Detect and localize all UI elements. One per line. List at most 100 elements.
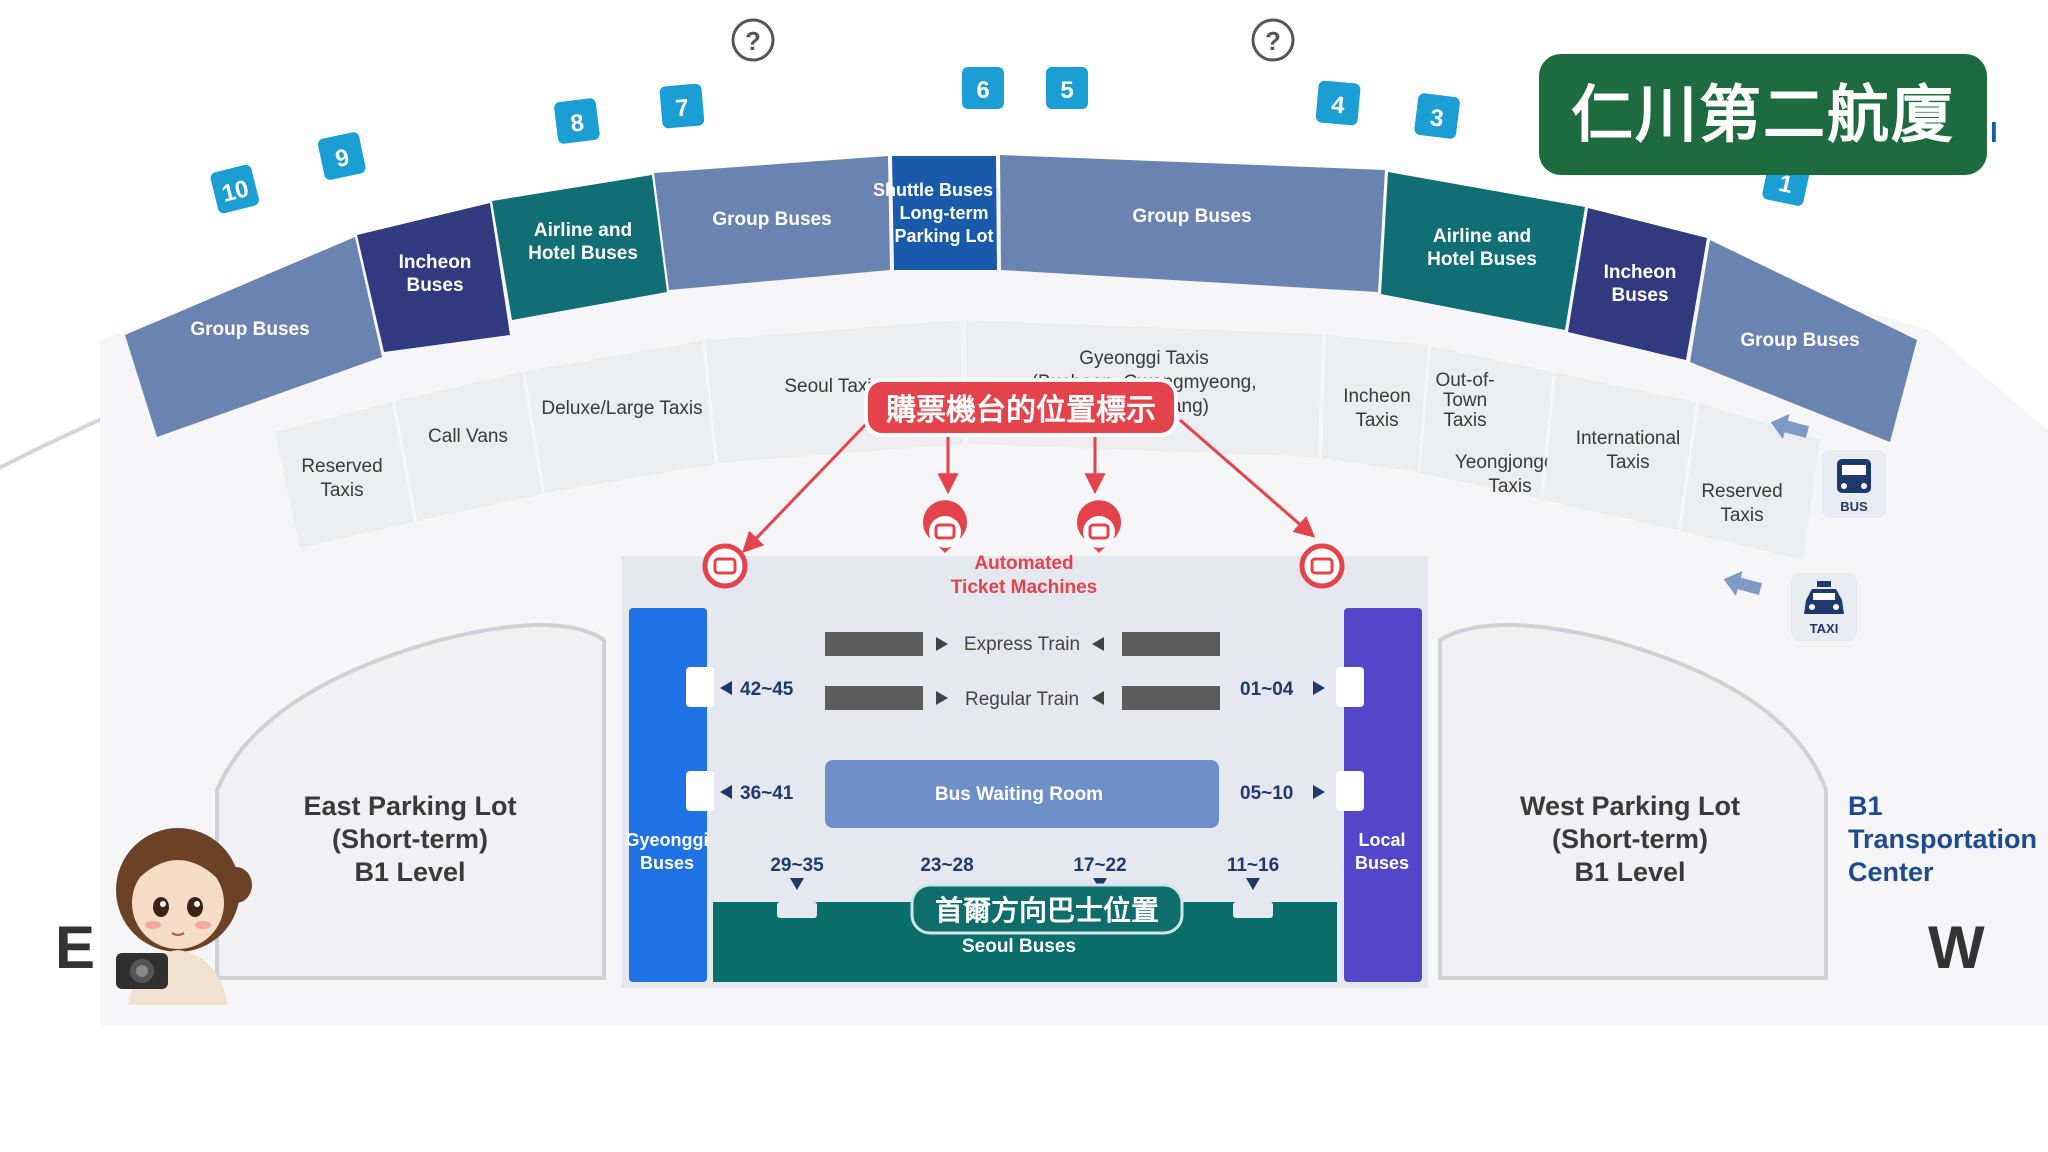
taxi-out-of-town: Out-of- Town Taxis Yeongjongdo Taxis xyxy=(1420,346,1565,498)
terminal-title-banner: 仁川第二航廈 xyxy=(1539,54,1987,175)
range-label: 01~04 xyxy=(1240,679,1325,700)
ticket-machine-pin xyxy=(1077,500,1121,553)
svg-text:Taxis: Taxis xyxy=(320,480,363,501)
svg-text:17~22: 17~22 xyxy=(1073,855,1126,876)
svg-text:(Short-term): (Short-term) xyxy=(1552,824,1708,854)
svg-text:Taxis: Taxis xyxy=(1720,505,1763,526)
svg-text:3: 3 xyxy=(1429,104,1446,132)
bus-waiting-room: Bus Waiting Room xyxy=(825,760,1219,828)
svg-text:?: ? xyxy=(745,26,761,56)
bus-icon: BUS xyxy=(1822,450,1886,518)
transportation-center-label: B1 Transportation Center xyxy=(1848,791,2037,887)
ticket-machine-pin xyxy=(702,543,748,589)
svg-text:Taxis: Taxis xyxy=(1355,410,1398,431)
svg-text:Center: Center xyxy=(1848,857,1934,887)
help-icon-right[interactable]: ? xyxy=(1251,18,1295,62)
taxi-call-vans: Call Vans xyxy=(395,372,542,521)
svg-text:Hotel Buses: Hotel Buses xyxy=(528,243,638,264)
svg-text:購票機台的位置標示: 購票機台的位置標示 xyxy=(886,393,1156,428)
svg-text:Shuttle Buses to: Shuttle Buses to xyxy=(873,180,1015,200)
svg-text:Town: Town xyxy=(1443,390,1487,411)
svg-text:Airline and: Airline and xyxy=(534,220,632,241)
seoul-bus-callout: 首爾方向巴士位置 xyxy=(910,883,1184,935)
svg-text:Hotel Buses: Hotel Buses xyxy=(1427,249,1537,270)
svg-text:29~35: 29~35 xyxy=(770,855,824,876)
svg-text:Ticket Machines: Ticket Machines xyxy=(951,577,1097,598)
svg-text:Buses: Buses xyxy=(406,275,463,296)
regular-train-row: Regular Train xyxy=(825,686,1220,710)
direction-arrow-taxi xyxy=(1723,570,1763,597)
callout-arrows xyxy=(742,418,1316,554)
range-label: 11~16 xyxy=(1227,855,1279,890)
ticket-machine-callout: 購票機台的位置標示 xyxy=(864,378,1178,437)
svg-text:首爾方向巴士位置: 首爾方向巴士位置 xyxy=(935,894,1159,927)
zone-airline-hotel-right: Airline and Hotel Buses xyxy=(1381,172,1585,330)
svg-text:Group Buses: Group Buses xyxy=(712,209,831,230)
taxi-icon: TAXI xyxy=(1791,573,1857,641)
svg-text:Transportation: Transportation xyxy=(1848,824,2037,854)
zone-group-buses-center-left: Group Buses xyxy=(654,156,890,290)
compass-west: W xyxy=(1928,914,1985,981)
svg-text:42~45: 42~45 xyxy=(740,679,794,700)
range-label: 05~10 xyxy=(1240,783,1325,804)
svg-text:Bus Waiting Room: Bus Waiting Room xyxy=(935,784,1103,805)
svg-text:Incheon: Incheon xyxy=(1343,386,1411,407)
range-label: 23~28 xyxy=(920,855,973,876)
svg-text:International: International xyxy=(1576,428,1681,449)
svg-text:Long-term: Long-term xyxy=(900,203,989,223)
taxi-incheon: Incheon Taxis xyxy=(1322,335,1428,472)
svg-text:East Parking Lot: East Parking Lot xyxy=(303,791,516,821)
svg-text:Incheon: Incheon xyxy=(399,252,472,273)
svg-text:Group Buses: Group Buses xyxy=(1132,206,1251,227)
svg-text:BUS: BUS xyxy=(1840,499,1868,514)
svg-text:B1 Level: B1 Level xyxy=(1574,857,1685,887)
zone-incheon-buses-right: Incheon Buses xyxy=(1568,208,1707,360)
svg-text:05~10: 05~10 xyxy=(1240,783,1293,804)
svg-text:Express Train: Express Train xyxy=(964,634,1080,655)
svg-text:Seoul Taxi: Seoul Taxi xyxy=(784,376,871,397)
direction-arrow-bus xyxy=(1770,413,1810,440)
range-label: 36~41 xyxy=(720,783,794,804)
gate-marker: 10 xyxy=(210,164,259,214)
svg-text:7: 7 xyxy=(674,94,690,122)
svg-text:Yeongjongdo: Yeongjongdo xyxy=(1455,452,1565,473)
west-parking-lot: West Parking Lot (Short-term) B1 Level xyxy=(1438,623,1828,980)
svg-text:Deluxe/Large Taxis: Deluxe/Large Taxis xyxy=(541,398,702,419)
svg-text:5: 5 xyxy=(1060,77,1073,104)
avatar-illustration-icon xyxy=(116,828,252,1005)
ticket-machine-pin xyxy=(1299,543,1345,589)
zone-airline-hotel-left: Airline and Hotel Buses xyxy=(492,175,667,320)
svg-text:B1: B1 xyxy=(1848,791,1883,821)
svg-text:6: 6 xyxy=(976,77,989,104)
svg-text:10: 10 xyxy=(219,175,251,208)
svg-text:Reserved: Reserved xyxy=(301,456,382,477)
svg-text:ang): ang) xyxy=(1171,396,1209,417)
gate-marker: 7 xyxy=(659,83,705,129)
svg-text:Seoul Buses: Seoul Buses xyxy=(962,936,1076,957)
svg-text:?: ? xyxy=(1265,26,1281,56)
taxi-reserved-left: Reserved Taxis xyxy=(275,402,414,548)
svg-text:(Short-term): (Short-term) xyxy=(332,824,488,854)
svg-text:Reserved: Reserved xyxy=(1701,481,1782,502)
gate-marker: 6 xyxy=(962,67,1004,109)
svg-text:Incheon: Incheon xyxy=(1604,262,1677,283)
taxi-international: International Taxis xyxy=(1543,373,1696,530)
svg-text:8: 8 xyxy=(569,109,586,137)
help-icon-left[interactable]: ? xyxy=(731,18,775,62)
svg-text:4: 4 xyxy=(1330,91,1346,119)
svg-text:Local: Local xyxy=(1358,830,1405,850)
svg-text:36~41: 36~41 xyxy=(740,783,794,804)
svg-text:1: 1 xyxy=(1776,170,1795,199)
express-train-row: Express Train xyxy=(825,632,1220,656)
zone-incheon-buses-left: Incheon Buses xyxy=(357,203,510,352)
zone-group-buses-left: Group Buses xyxy=(125,237,382,437)
svg-text:Gyeonggi Taxis: Gyeonggi Taxis xyxy=(1079,348,1209,369)
ticket-machines-label: Automated Ticket Machines xyxy=(951,553,1097,598)
zone-group-buses-center-right: Group Buses xyxy=(1000,155,1385,292)
svg-text:Buses: Buses xyxy=(1355,853,1409,873)
svg-text:Group Buses: Group Buses xyxy=(1740,330,1859,351)
svg-text:Call Vans: Call Vans xyxy=(428,426,508,447)
gate-marker: 4 xyxy=(1315,80,1361,126)
svg-text:Group Buses: Group Buses xyxy=(190,319,309,340)
